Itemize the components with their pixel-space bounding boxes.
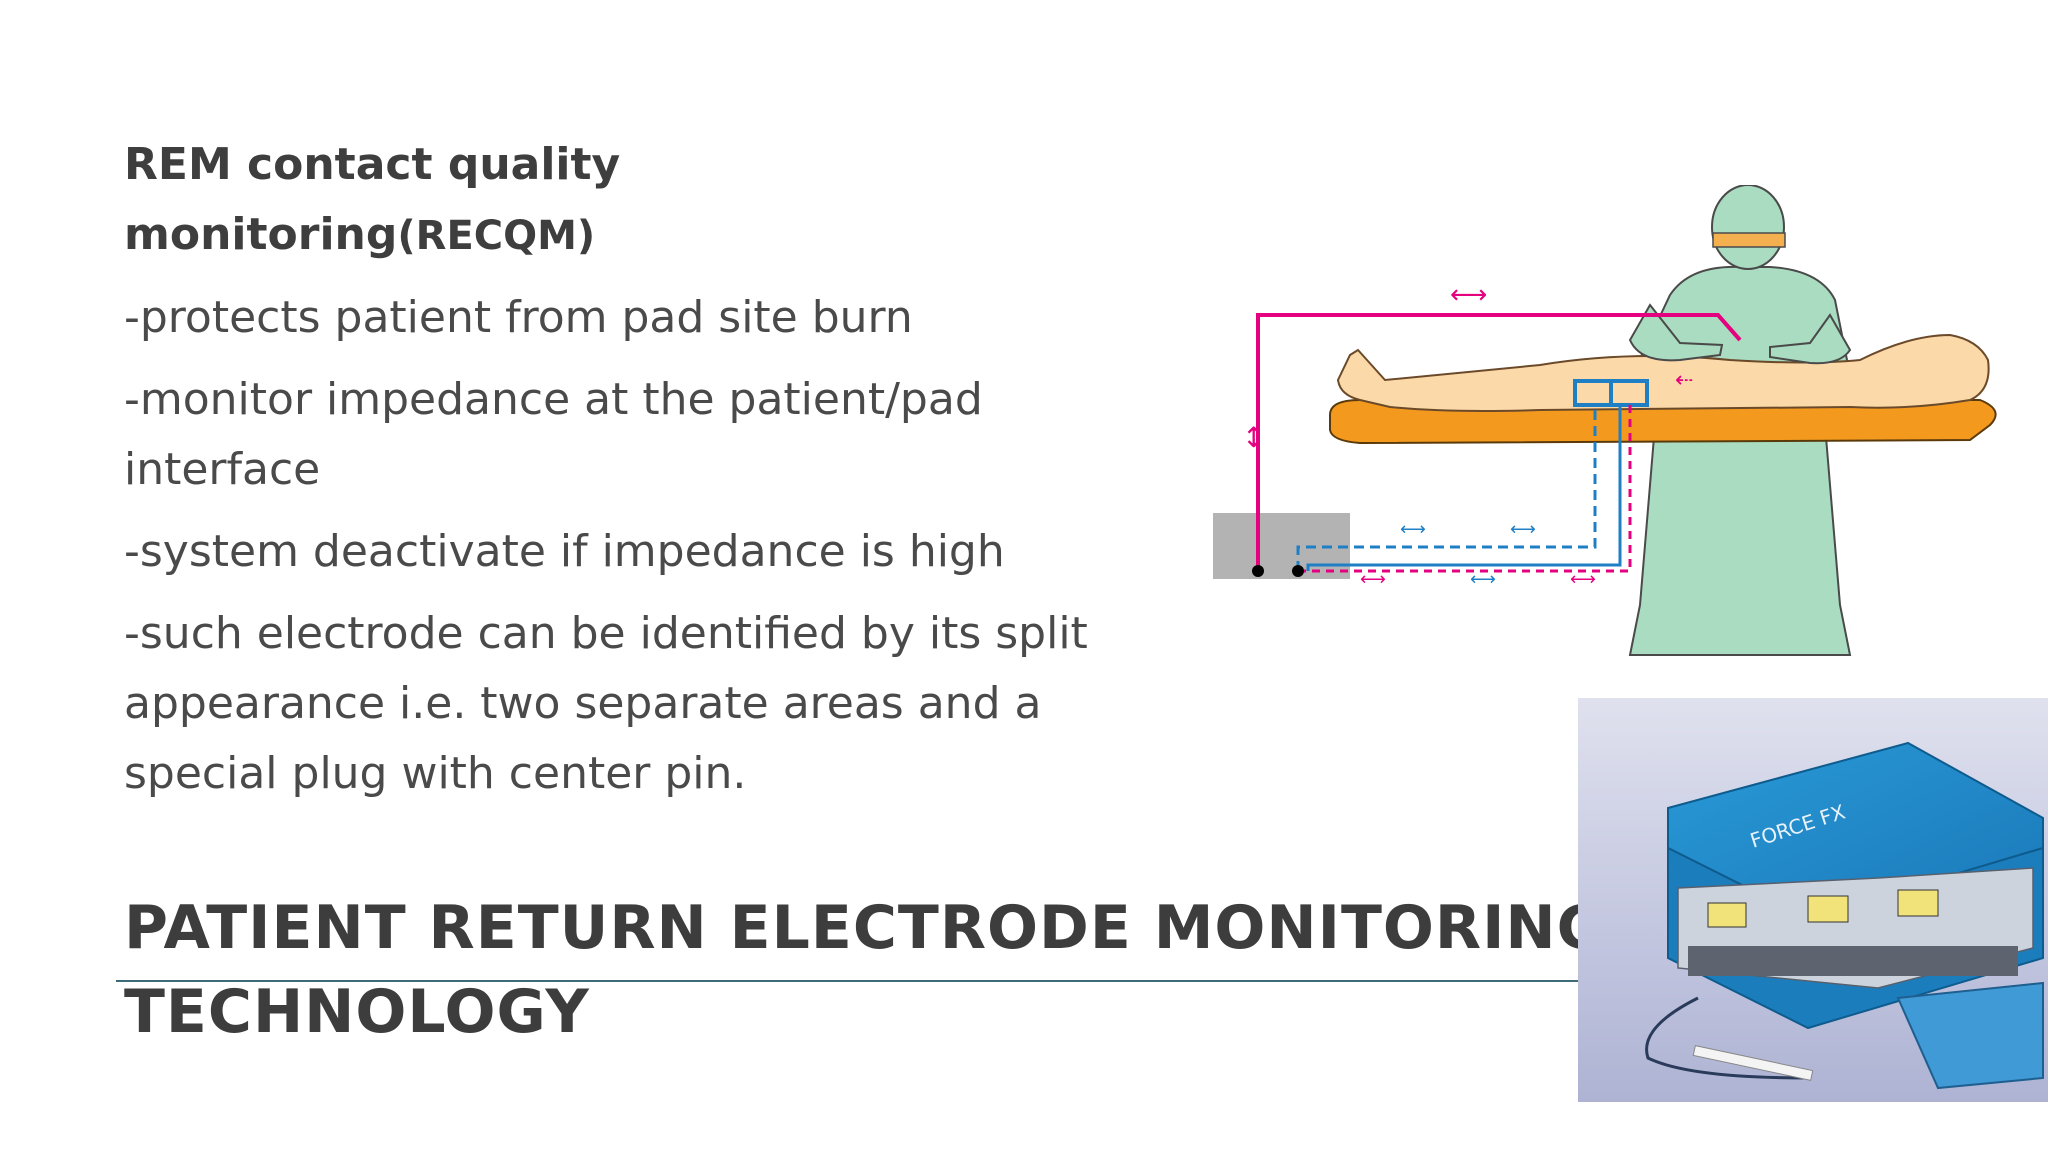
surgeon-eye-band	[1712, 232, 1786, 248]
surgeon-arm-right	[1769, 313, 1852, 365]
surgeon-arm	[1628, 303, 1724, 362]
active-circuit-line	[1256, 313, 1742, 571]
title-divider	[116, 980, 1578, 982]
arrow-bottom-1: ⟷	[1360, 569, 1386, 590]
socket-panel	[1688, 946, 2018, 976]
electrode-circuit-diagram: ⟷ ↕ ⟷ ⟷ ⟷ ⟷ ⟷ ⇠	[1213, 185, 1997, 656]
arrow-left: ↕	[1242, 421, 1265, 454]
display-center	[1807, 895, 1849, 923]
display-right	[1897, 889, 1939, 917]
cable	[1645, 996, 1809, 1080]
arrow-blue-1: ⟷	[1400, 519, 1426, 540]
generator-photo: FORCE FX	[1578, 698, 2048, 1102]
bullet-3: -system deactivate if impedance is high	[124, 526, 1005, 577]
heading-main: REM contact quality monitoring	[124, 139, 621, 260]
electrosurgical-pencil	[1692, 1045, 1814, 1081]
section-heading: REM contact quality monitoring(RECQM)	[124, 130, 1104, 271]
bullet-2: -monitor impedance at the patient/pad in…	[124, 374, 983, 495]
return-circuit-second	[1306, 405, 1622, 571]
bullet-4: -such electrode can be identified by its…	[124, 608, 1088, 799]
connector-active	[1252, 565, 1264, 577]
patient-body	[1336, 333, 1990, 412]
arrow-bottom-3: ⟷	[1570, 569, 1596, 590]
slide-title: PATIENT RETURN ELECTRODE MONITORING TECH…	[124, 893, 1607, 1047]
bullet-1: -protects patient from pad site burn	[124, 292, 913, 343]
heading-abbreviation: (RECQM)	[397, 213, 596, 259]
surgeon-head	[1711, 185, 1785, 270]
arrow-pad: ⇠	[1675, 368, 1693, 393]
arrow-top: ⟷	[1450, 280, 1487, 310]
return-circuit-solid	[1296, 405, 1597, 571]
connector-return	[1292, 565, 1304, 577]
arrow-blue-2: ⟷	[1510, 519, 1536, 540]
arrow-bottom-2: ⟷	[1470, 569, 1496, 590]
return-pad	[1896, 981, 2044, 1090]
text-content: REM contact quality monitoring(RECQM) -p…	[124, 130, 1104, 821]
display-left	[1707, 902, 1747, 928]
